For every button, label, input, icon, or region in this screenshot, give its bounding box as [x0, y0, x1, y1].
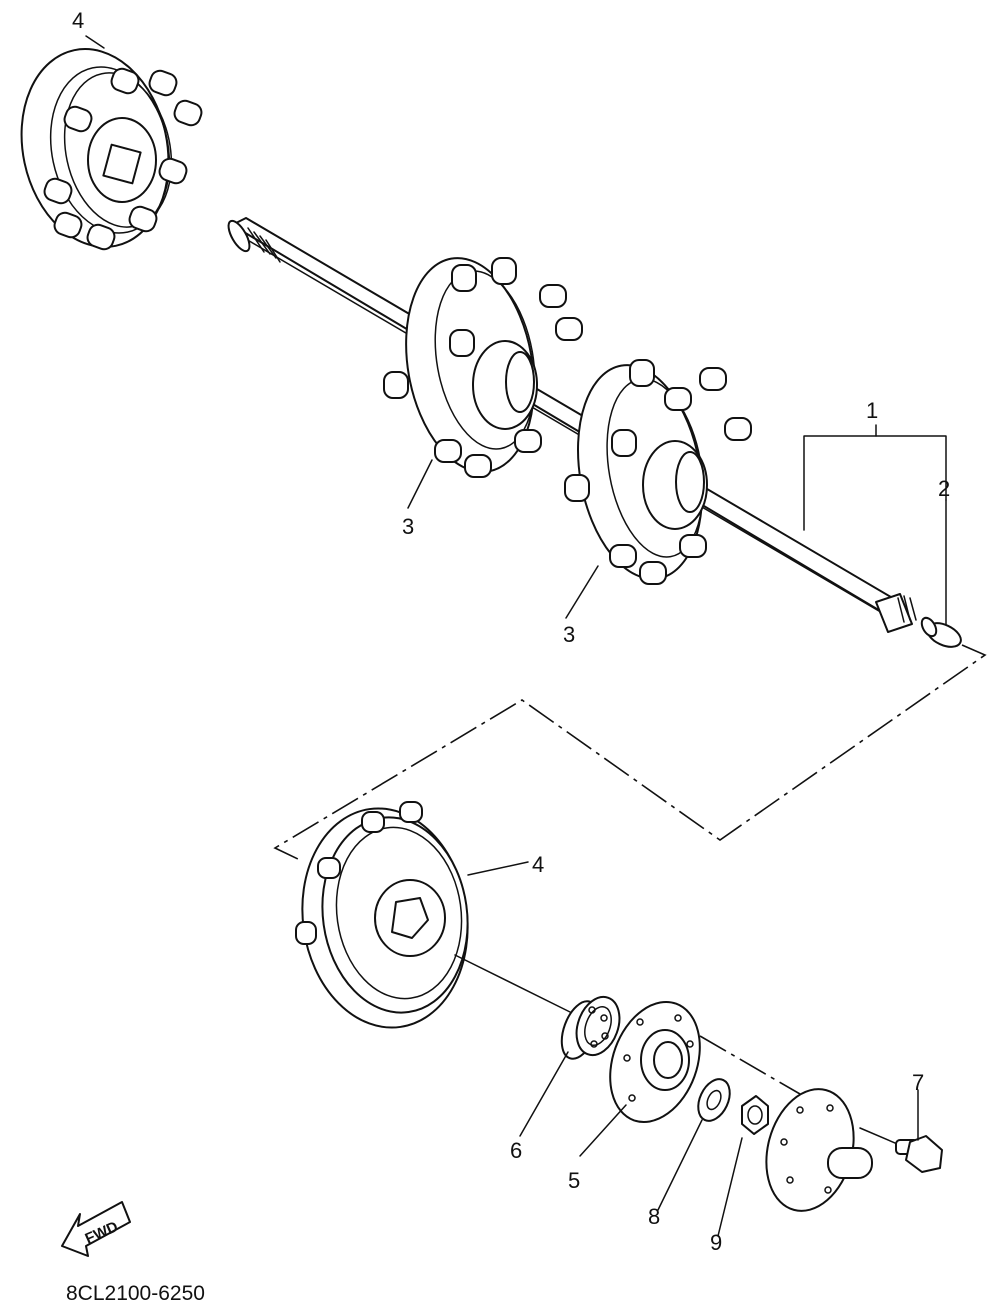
drive-sprocket-left — [383, 257, 583, 509]
idler-wheel-top-left — [20, 35, 203, 251]
callout-6: 6 — [510, 1138, 522, 1163]
callout-4b: 4 — [532, 852, 544, 877]
bolt — [895, 1089, 943, 1173]
axle-plug — [920, 616, 962, 648]
fwd-arrow-icon: FWD — [61, 1201, 131, 1257]
drive-axle-shaft — [227, 217, 917, 633]
nut — [717, 1095, 769, 1237]
idler-wheel-bottom — [295, 801, 529, 1029]
callout-1: 1 — [866, 398, 878, 423]
callout-9: 9 — [710, 1230, 722, 1255]
callout-7: 7 — [912, 1070, 924, 1095]
axis-line — [454, 954, 571, 1013]
callout-3a: 3 — [402, 514, 414, 539]
wheel-flange — [765, 1088, 903, 1212]
callout-4a: 4 — [72, 8, 84, 33]
part-code: 8CL2100-6250 — [66, 1282, 205, 1305]
drive-sprocket-right — [564, 359, 752, 619]
bearing-housing-plate — [579, 1000, 701, 1157]
washer — [657, 1078, 731, 1211]
callout-bracket — [803, 424, 947, 626]
axis-dash-line — [699, 1035, 801, 1095]
callout-8: 8 — [648, 1204, 660, 1229]
callout-2: 2 — [938, 476, 950, 501]
assembly-dash-line — [273, 644, 987, 861]
ball-bearing — [519, 995, 621, 1137]
callout-5: 5 — [568, 1168, 580, 1193]
callout-3b: 3 — [563, 622, 575, 647]
